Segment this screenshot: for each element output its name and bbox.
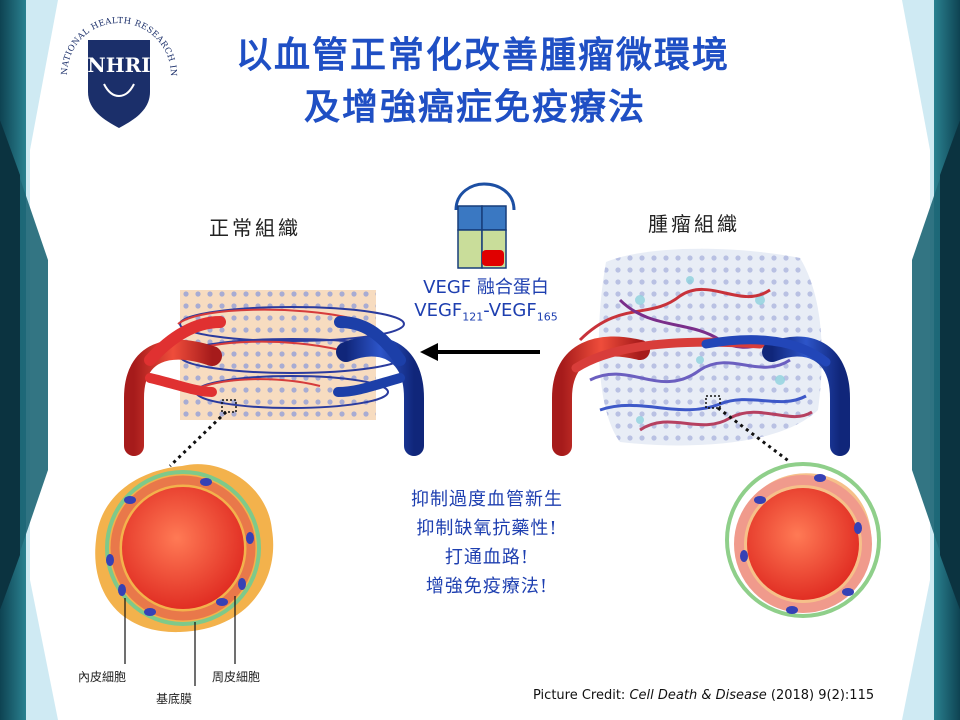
slide-title-line2: 及增強癌症免疫療法 — [304, 86, 647, 128]
tumor-tissue-label: 腫瘤組織 — [648, 212, 740, 236]
vegf-label: VEGF 融合蛋白 VEGF121-VEGF165 — [376, 276, 596, 329]
endothelial-cell-label: 內皮細胞 — [78, 670, 127, 684]
vegf-fusion-protein-text: VEGF 融合蛋白 — [423, 277, 549, 298]
basement-membrane-label: 基底膜 — [156, 692, 193, 706]
slide-title-line1: 以血管正常化改善腫瘤微環境 — [236, 34, 731, 76]
vegf-isoforms-text: VEGF121-VEGF165 — [414, 300, 558, 324]
effects-list: 抑制過度血管新生 抑制缺氧抗藥性! 打通血路! 增強免疫療法! — [372, 485, 602, 601]
journal-name: Cell Death & Disease — [629, 688, 767, 703]
effect-item: 抑制過度血管新生 — [411, 489, 563, 510]
effect-item: 打通血路! — [444, 547, 530, 568]
logo-monogram: NHRI — [87, 53, 150, 77]
picture-credit: Picture Credit: Cell Death & Disease (20… — [533, 688, 875, 703]
pericyte-label: 周皮細胞 — [212, 670, 261, 684]
nhri-logo: NHRI NATIONAL HEALTH RESEARCH INSTITUTES — [54, 10, 179, 128]
effect-item: 抑制缺氧抗藥性! — [416, 518, 558, 539]
normal-tissue-label: 正常組織 — [209, 216, 301, 240]
effect-item: 增強免疫療法! — [425, 576, 549, 597]
